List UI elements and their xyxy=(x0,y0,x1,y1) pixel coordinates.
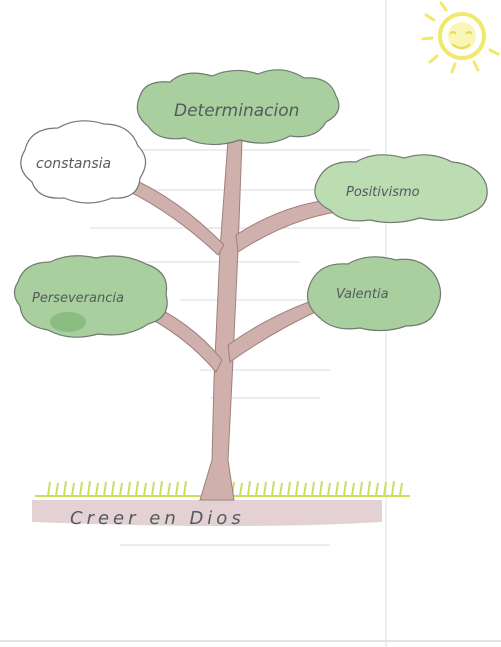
branch-label-upper-left: constansia xyxy=(36,156,111,172)
branch-label-upper-right: Positivismo xyxy=(346,185,420,200)
branch-label-lower-left: Perseverancia xyxy=(32,291,124,306)
branch-label-lower-right: Valentia xyxy=(336,287,389,302)
root-label: Creer en Dios xyxy=(70,508,245,529)
sun-icon xyxy=(423,3,498,72)
crown-label: Determinacion xyxy=(174,101,299,121)
